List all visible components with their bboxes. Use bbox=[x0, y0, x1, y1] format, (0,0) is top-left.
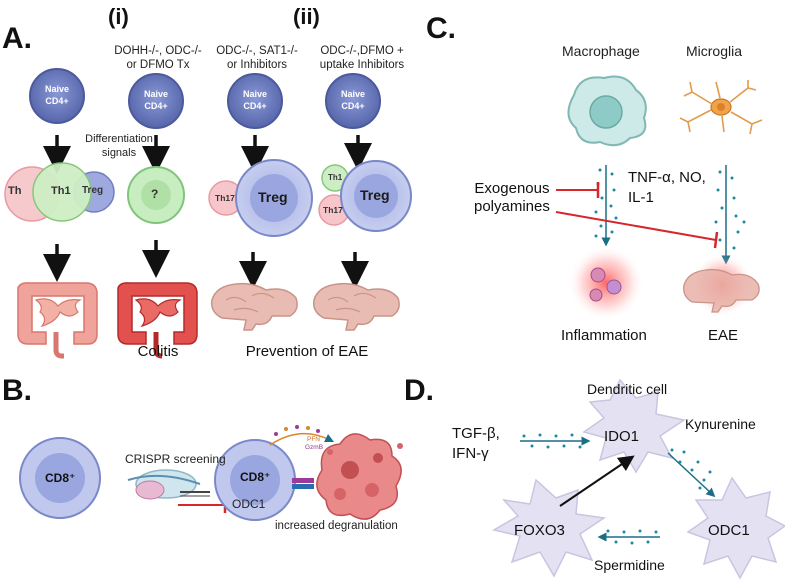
group-i-label: (i) bbox=[108, 4, 129, 29]
differentiation-signals: Differentiation signals bbox=[85, 133, 153, 159]
treg-label-3: Treg bbox=[360, 187, 390, 203]
microglia-label: Microglia bbox=[686, 43, 743, 59]
macrophage-icon bbox=[567, 75, 647, 147]
panel-d-letter: D. bbox=[404, 374, 434, 407]
degranulation-arc bbox=[269, 425, 335, 446]
degranulation-label: increased degranulation bbox=[275, 520, 398, 532]
dendritic-cell-label: Dendritic cell bbox=[587, 381, 668, 397]
inhibit-line-c-2 bbox=[555, 211, 719, 249]
dendritic-cell-ido1-icon bbox=[582, 378, 686, 474]
panel-a-letter: A. bbox=[2, 22, 32, 55]
unknown-cell bbox=[127, 166, 185, 224]
foxo3-label: FOXO3 bbox=[514, 522, 565, 539]
crispr-complex-icon bbox=[127, 469, 210, 500]
panel-b-letter: B. bbox=[2, 374, 32, 407]
kynurenine-arrow bbox=[667, 452, 716, 498]
cd8-cell-right bbox=[214, 439, 296, 521]
foxo3-to-ido1-arrow bbox=[559, 455, 635, 507]
cd8-cell-left bbox=[19, 437, 101, 519]
gzmb-label: GzmB bbox=[305, 444, 324, 451]
unknown-label: ? bbox=[151, 187, 159, 201]
cd8-left-label: CD8⁺ bbox=[45, 471, 76, 485]
naive-cell-4 bbox=[325, 73, 381, 129]
kynurenine-label: Kynurenine bbox=[685, 416, 756, 432]
treg-label-1: Treg bbox=[82, 185, 104, 196]
intestine-icon bbox=[17, 282, 98, 359]
naive-cell-3 bbox=[227, 73, 283, 129]
odc1-label-b: ODC1 bbox=[232, 497, 266, 511]
condition-2: ODC-/-, SAT1-/- or Inhibitors bbox=[216, 45, 298, 71]
colitis-intestine-icon bbox=[117, 282, 198, 359]
naive-label-2: Naive CD4+ bbox=[143, 89, 169, 111]
colitis-label: Colitis bbox=[137, 343, 179, 360]
crispr-label: CRISPR screening bbox=[125, 452, 226, 466]
group-ii-label: (ii) bbox=[293, 4, 320, 29]
th1-label: Th1 bbox=[51, 185, 71, 197]
odc1-label-d: ODC1 bbox=[708, 522, 750, 539]
treg-label-2: Treg bbox=[258, 189, 288, 205]
th17-label-2: Th17 bbox=[323, 205, 343, 215]
inhibit-line-c-1 bbox=[556, 182, 600, 198]
macrophage-label: Macrophage bbox=[562, 43, 640, 59]
condition-1: DOHH-/-, ODC-/- or DFMO Tx bbox=[114, 45, 202, 71]
th17-label-1: Th17 bbox=[215, 193, 235, 203]
tgf-dots bbox=[522, 433, 582, 449]
exogenous-label: Exogenous polyamines bbox=[474, 180, 550, 215]
treg-cell-2 bbox=[235, 159, 313, 237]
inhibit-line-b bbox=[178, 497, 227, 513]
th1-label-small: Th1 bbox=[328, 173, 343, 182]
th1-cell bbox=[32, 162, 92, 222]
kynurenine-dots bbox=[670, 448, 712, 490]
panel-c-letter: C. bbox=[426, 12, 456, 45]
condition-3: ODC-/-,DFMO + uptake Inhibitors bbox=[319, 45, 405, 71]
naive-label-3: Naive CD4+ bbox=[242, 89, 268, 111]
naive-cell-2 bbox=[128, 73, 184, 129]
eae-label: EAE bbox=[708, 327, 739, 344]
eae-brain-icon bbox=[683, 253, 760, 317]
naive-label-1: Naive CD4+ bbox=[44, 84, 70, 106]
prevention-eae-label: Prevention of EAE bbox=[245, 343, 369, 360]
naive-label-4: Naive CD4+ bbox=[340, 89, 366, 111]
secretion-dots-2 bbox=[714, 170, 746, 250]
receptor-icon bbox=[292, 478, 314, 489]
pfn-label: PFN bbox=[307, 436, 320, 443]
naive-cell-1 bbox=[29, 68, 85, 124]
brain-icon-1 bbox=[210, 282, 298, 331]
treg-cell-3 bbox=[340, 160, 412, 232]
spermidine-dots bbox=[606, 529, 658, 545]
th-label: Th bbox=[8, 185, 22, 197]
cd8-right-label: CD8⁺ bbox=[240, 470, 271, 484]
dendritic-cell-foxo3-icon bbox=[491, 478, 607, 578]
microglia-icon bbox=[679, 80, 763, 135]
dendritic-cell-odc1-icon bbox=[686, 476, 785, 580]
inflammation-label: Inflammation bbox=[561, 327, 647, 344]
inflammation-icon bbox=[568, 245, 644, 321]
target-cell-icon bbox=[316, 433, 403, 520]
brain-icon-2 bbox=[312, 282, 400, 331]
cytokines-label: TNF-α, NO, IL-1 bbox=[628, 169, 706, 206]
ido1-label: IDO1 bbox=[604, 428, 640, 445]
spermidine-label: Spermidine bbox=[594, 557, 665, 573]
tgf-ifn-label: TGF-β, IFN-γ bbox=[452, 425, 500, 462]
